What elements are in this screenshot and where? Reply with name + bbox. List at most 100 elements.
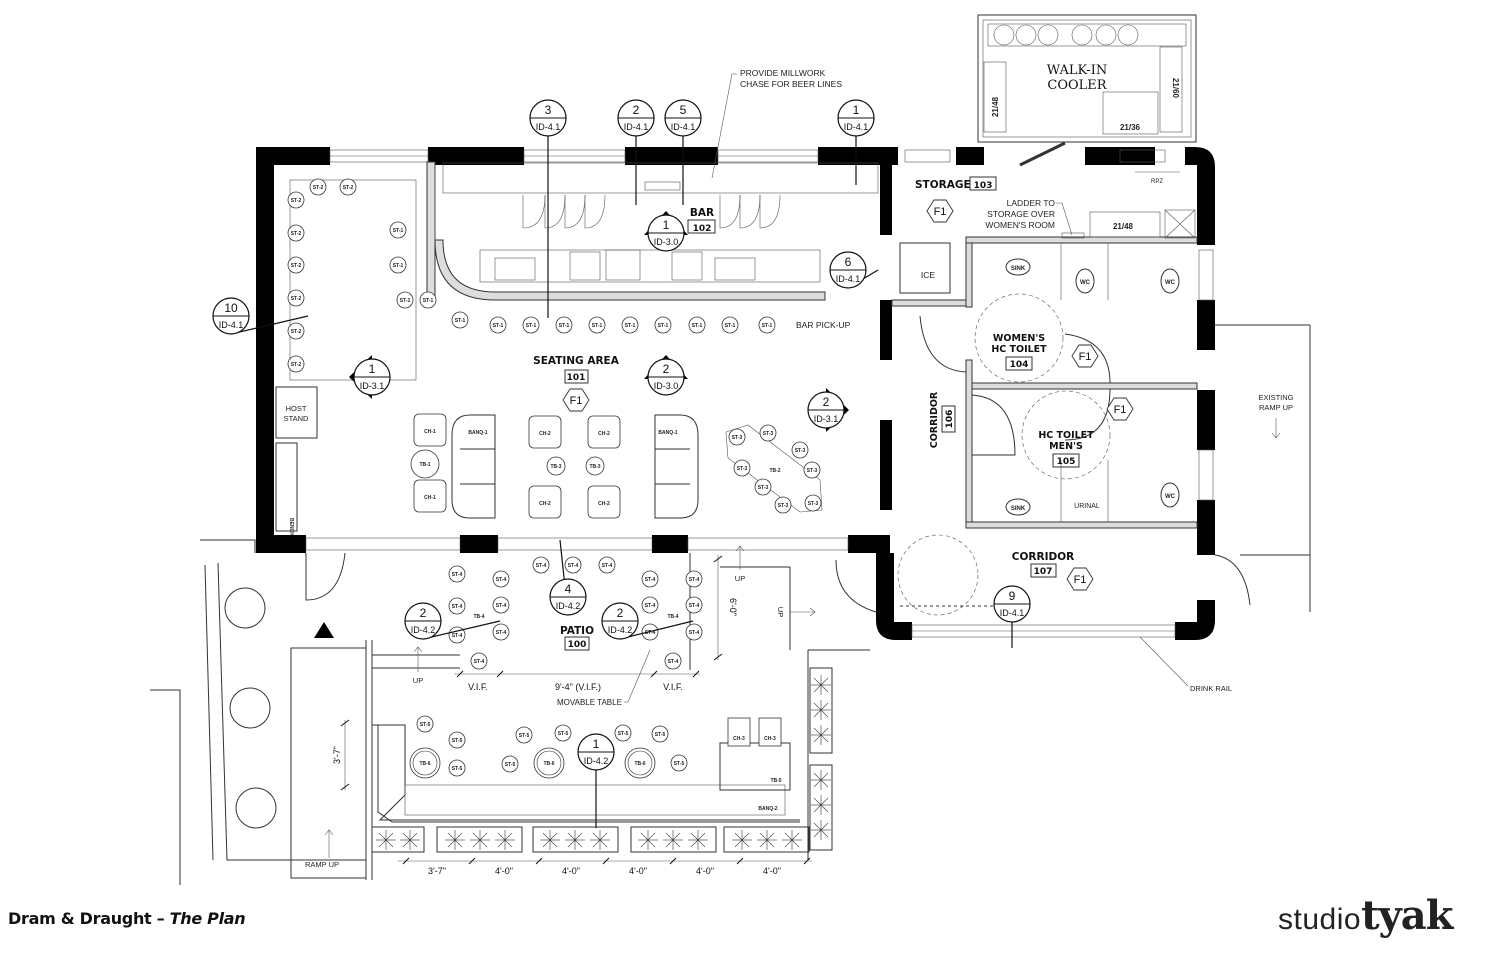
- host-stand-label-2: STAND: [284, 414, 309, 423]
- note-up: UP: [735, 574, 745, 583]
- plant-icon: [638, 830, 658, 850]
- furniture-tag: TB-6: [419, 761, 430, 767]
- furniture-st2: ST-2: [287, 224, 305, 242]
- title-separator: –: [151, 909, 170, 928]
- section-callout[interactable]: 4ID-4.2: [549, 539, 587, 616]
- dimension-bench-depth: 3'-7": [332, 746, 342, 764]
- callout-sheet: ID-4.1: [219, 320, 244, 330]
- furniture-banq1: BANQ-1: [468, 430, 487, 436]
- furniture-tag: CH-3: [764, 736, 776, 742]
- furniture-tag: ST-1: [762, 323, 773, 329]
- callout-sheet: ID-3.0: [654, 381, 679, 391]
- section-callout[interactable]: 5ID-4.1: [664, 99, 702, 205]
- furniture-tag: ST-1: [455, 318, 466, 324]
- callout-sheet: ID-3.1: [814, 414, 839, 424]
- finish-tag-f1: F1: [562, 388, 590, 412]
- studio-logo: studiotyak: [1278, 892, 1453, 939]
- furniture-ch2: CH-2: [587, 485, 621, 519]
- section-callout[interactable]: 1ID-4.1: [837, 99, 875, 185]
- furniture-tag: ST-2: [291, 296, 302, 302]
- section-callout[interactable]: 1ID-3.0: [644, 211, 688, 252]
- interior-partitions: [426, 161, 1198, 529]
- furniture-tag: TB-5: [770, 778, 781, 784]
- furniture-st1: ST-1: [396, 291, 414, 309]
- furniture-st1: ST-1: [389, 221, 407, 239]
- section-callout[interactable]: 2ID-4.1: [617, 99, 655, 205]
- plant-icon: [811, 700, 831, 720]
- section-callout[interactable]: 9ID-4.1: [993, 585, 1031, 648]
- furniture-tag: CH-3: [733, 736, 745, 742]
- callout-sheet: ID-3.1: [360, 381, 385, 391]
- callout-number: 2: [633, 103, 640, 117]
- furniture-tag: ST-1: [393, 228, 404, 234]
- furniture-st4: ST-4: [448, 565, 466, 583]
- windows: [305, 149, 1214, 638]
- wc-label: WC: [1080, 280, 1091, 286]
- furniture-tag: ST-3: [778, 503, 789, 509]
- plant-icon: [540, 830, 560, 850]
- furniture-st4: ST-4: [492, 623, 510, 641]
- furniture-tag: ST-1: [625, 323, 636, 329]
- planters: [371, 667, 833, 853]
- furniture-st1: ST-1: [721, 316, 739, 334]
- furniture-st4: ST-4: [664, 652, 682, 670]
- note-existing-ramp-1: EXISTING: [1258, 393, 1293, 402]
- plant-icon: [811, 820, 831, 840]
- furniture-tag: TB-4: [667, 614, 678, 620]
- furniture-tag: ST-2: [291, 198, 302, 204]
- plant-icon: [590, 830, 610, 850]
- furniture-tag: ST-5: [452, 738, 463, 744]
- furniture-tag: ST-4: [474, 659, 485, 665]
- callout-number: 5: [680, 103, 687, 117]
- section-callout[interactable]: 1ID-3.1: [349, 355, 391, 399]
- furniture-st2: ST-2: [339, 178, 357, 196]
- callout-number: 2: [823, 395, 830, 409]
- finish-tag-label: F1: [570, 395, 583, 407]
- section-callout[interactable]: 2ID-4.2: [601, 602, 694, 640]
- section-callout[interactable]: 2ID-3.1: [807, 388, 849, 432]
- note-movable-table: MOVABLE TABLE: [557, 698, 622, 707]
- room-number-storage: 103: [974, 181, 993, 191]
- furniture-st3: ST-3: [804, 494, 822, 512]
- furniture-tag: ST-4: [689, 603, 700, 609]
- section-callout[interactable]: 1ID-4.2: [577, 733, 615, 828]
- section-callout[interactable]: 2ID-3.0: [644, 355, 688, 396]
- sink-label: SINK: [1011, 506, 1026, 512]
- furniture-tag: BANQ-2: [758, 806, 777, 812]
- furniture-tag: ST-1: [559, 323, 570, 329]
- callout-number: 10: [224, 301, 238, 315]
- section-callout[interactable]: 3ID-4.1: [529, 99, 567, 318]
- host-stand-label-1: HOST: [286, 404, 307, 413]
- room-name-corridor-106: CORRIDOR: [929, 391, 940, 448]
- furniture-tag: ST-5: [558, 731, 569, 737]
- note-ladder-3: WOMEN'S ROOM: [985, 220, 1055, 230]
- plant-icon: [811, 675, 831, 695]
- furniture-st5: ST-5: [651, 725, 669, 743]
- callout-sheet: ID-4.2: [584, 756, 609, 766]
- callout-sheet: ID-4.1: [844, 122, 869, 132]
- cooler-label-line2: COOLER: [1047, 78, 1107, 93]
- furniture-ch2: CH-2: [528, 485, 562, 519]
- plants: [376, 675, 831, 850]
- furniture-st2: ST-2: [287, 289, 305, 307]
- furniture-st4: ST-4: [685, 570, 703, 588]
- furniture-tb4: TB-4: [667, 614, 678, 620]
- callout-sheet: ID-4.1: [836, 274, 861, 284]
- furniture-tag: ST-5: [505, 762, 516, 768]
- finish-tag-f1: F1: [1106, 397, 1134, 421]
- furniture-st5: ST-5: [416, 715, 434, 733]
- furniture-st4: ST-4: [564, 556, 582, 574]
- finish-tag-label: F1: [1079, 351, 1092, 363]
- furniture-tag: ST-4: [689, 630, 700, 636]
- furniture-st5: ST-5: [448, 759, 466, 777]
- room-number-corridor-107: 107: [1034, 567, 1053, 577]
- section-callout[interactable]: 2ID-4.2: [404, 602, 501, 640]
- furniture-st3: ST-3: [791, 441, 809, 459]
- logo-studio: studio: [1278, 903, 1362, 936]
- furniture-st4: ST-4: [492, 570, 510, 588]
- section-callout[interactable]: 6ID-4.1: [829, 251, 879, 289]
- callout-number: 1: [663, 218, 670, 232]
- room-name-corridor-107: CORRIDOR: [1012, 551, 1074, 563]
